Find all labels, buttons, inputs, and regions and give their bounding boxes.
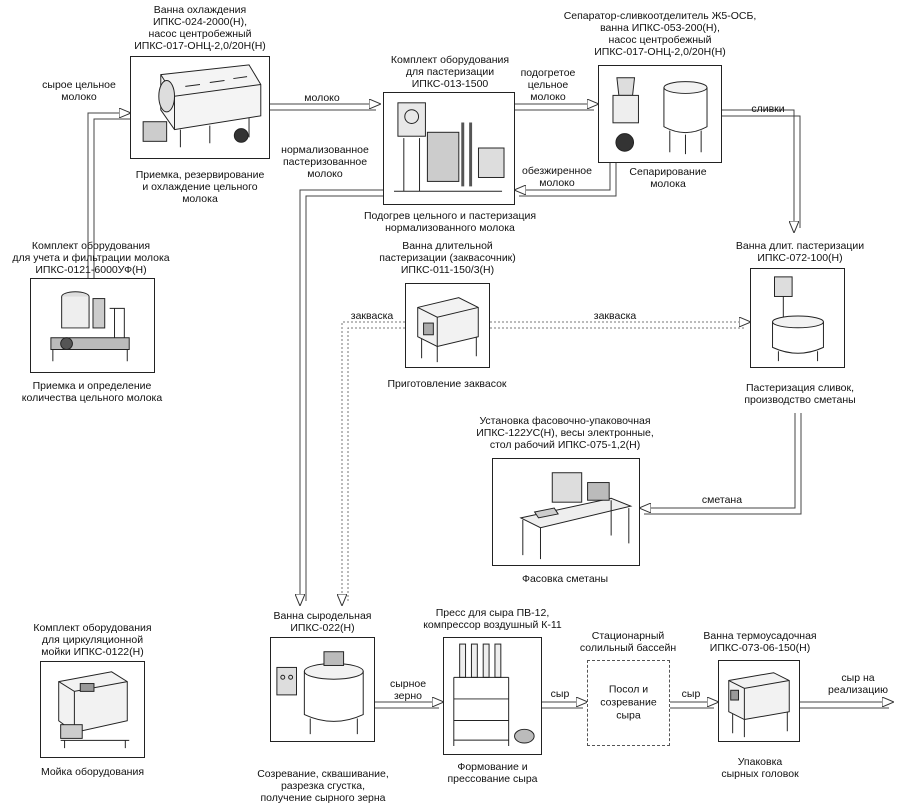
packing-process-label: Фасовка сметаны bbox=[521, 573, 609, 585]
filtration-unit-drawing bbox=[50, 291, 130, 362]
separator-box bbox=[598, 65, 722, 163]
cheese-press-drawing bbox=[453, 643, 535, 746]
pasteurization-process-label: Подогрев цельного и пастеризация нормали… bbox=[363, 210, 537, 234]
cream-vat-process-label: Пастеризация сливок, производство сметан… bbox=[744, 382, 856, 406]
shrink-vat-drawing bbox=[728, 672, 790, 738]
separator-process-label: Сепарирование молока bbox=[629, 166, 707, 190]
flow-cheese-grain-label: сырное зерно bbox=[389, 678, 427, 702]
flow-cheese-2-label: сыр bbox=[681, 688, 701, 700]
flow-starter-right-label: закваска bbox=[593, 310, 637, 322]
brine-pool-box: Посол и созревание сыра bbox=[587, 660, 670, 746]
flow-starter-left-label: закваска bbox=[350, 310, 394, 322]
shrink-equipment-label: Ванна термоусадочная ИПКС-073-06-150(Н) bbox=[703, 630, 817, 654]
cream-vat-box bbox=[750, 268, 845, 368]
separator-drawing bbox=[612, 77, 708, 155]
starter-process-label: Приготовление заквасок bbox=[387, 378, 507, 390]
cream-vat-drawing bbox=[772, 276, 824, 362]
cooling-tank-box bbox=[130, 56, 270, 159]
cheese-vat-equipment-label: Ванна сыродельная ИПКС-022(Н) bbox=[273, 610, 372, 634]
cheese-vat-process-label: Созревание, сквашивание, разрезка сгустк… bbox=[257, 768, 389, 804]
cheese-press-box bbox=[443, 637, 542, 755]
cooling-tank-drawing bbox=[142, 64, 262, 148]
cheese-vat-drawing bbox=[276, 651, 364, 735]
arrow-cream bbox=[722, 109, 794, 232]
press-equipment-label: Пресс для сыра ПВ-12, компрессор воздушн… bbox=[423, 607, 562, 631]
flow-skim-milk-label: обезжиренное молоко bbox=[521, 165, 592, 189]
cip-unit-drawing bbox=[58, 671, 130, 749]
brine-process-label: Посол и созревание сыра bbox=[600, 683, 657, 722]
starter-vat-box bbox=[405, 283, 490, 368]
shrink-vat-box bbox=[718, 660, 800, 742]
flow-to-sale-label: сыр на реализацию bbox=[828, 672, 888, 696]
packing-equipment-label: Установка фасовочно-упаковочная ИПКС-122… bbox=[476, 415, 654, 451]
cip-unit-box bbox=[40, 661, 145, 758]
starter-equipment-label: Ванна длительной пастеризации (заквасочн… bbox=[379, 240, 516, 276]
packing-unit-drawing bbox=[519, 472, 633, 560]
arrow-starter-to-cheese bbox=[342, 321, 405, 605]
cheese-vat-box bbox=[270, 637, 375, 742]
arrow-normalized-milk bbox=[300, 189, 383, 605]
flow-heated-milk-label: подогретое цельное молоко bbox=[520, 67, 576, 103]
pasteurization-kit-drawing bbox=[393, 102, 505, 192]
filtration-equipment-label: Комплект оборудования для учета и фильтр… bbox=[12, 240, 170, 276]
flow-cream-label: сливки bbox=[751, 103, 785, 115]
arrow-skim-milk bbox=[515, 163, 611, 190]
arrow-sour-cream bbox=[640, 413, 796, 508]
flow-cheese-1-label: сыр bbox=[550, 688, 570, 700]
brine-equipment-label: Стационарный солильный бассейн bbox=[579, 630, 677, 654]
arrow-raw-milk bbox=[87, 113, 130, 278]
flow-sour-cream-label: сметана bbox=[701, 494, 743, 506]
flow-normalized-milk-label: нормализованное пастеризованное молоко bbox=[281, 144, 369, 180]
cip-equipment-label: Комплект оборудования для циркуляционной… bbox=[33, 622, 152, 658]
starter-vat-drawing bbox=[417, 297, 479, 363]
pasteurization-kit-box bbox=[383, 92, 515, 205]
cip-process-label: Мойка оборудования bbox=[40, 766, 145, 778]
pasteurization-equipment-label: Комплект оборудования для пастеризации И… bbox=[390, 54, 510, 90]
shrink-process-label: Упаковка сырных головок bbox=[721, 756, 799, 780]
filtration-unit-box bbox=[30, 278, 155, 373]
press-process-label: Формование и прессование сыра bbox=[447, 761, 538, 785]
cream-vat-equipment-label: Ванна длит. пастеризации ИПКС-072-100(Н) bbox=[735, 240, 865, 264]
flow-raw-milk-label: сырое цельное молоко bbox=[42, 79, 116, 103]
cooling-process-label: Приемка, резервирование и охлаждение цел… bbox=[135, 169, 265, 205]
separator-equipment-label: Сепаратор-сливкоотделитель Ж5-ОСБ, ванна… bbox=[563, 10, 757, 58]
packing-unit-box bbox=[492, 458, 640, 566]
cooling-equipment-label: Ванна охлаждения ИПКС-024-2000(Н), насос… bbox=[134, 4, 266, 52]
flow-milk-label: молоко bbox=[304, 92, 340, 104]
filtration-process-label: Приемка и определение количества цельног… bbox=[21, 380, 163, 404]
